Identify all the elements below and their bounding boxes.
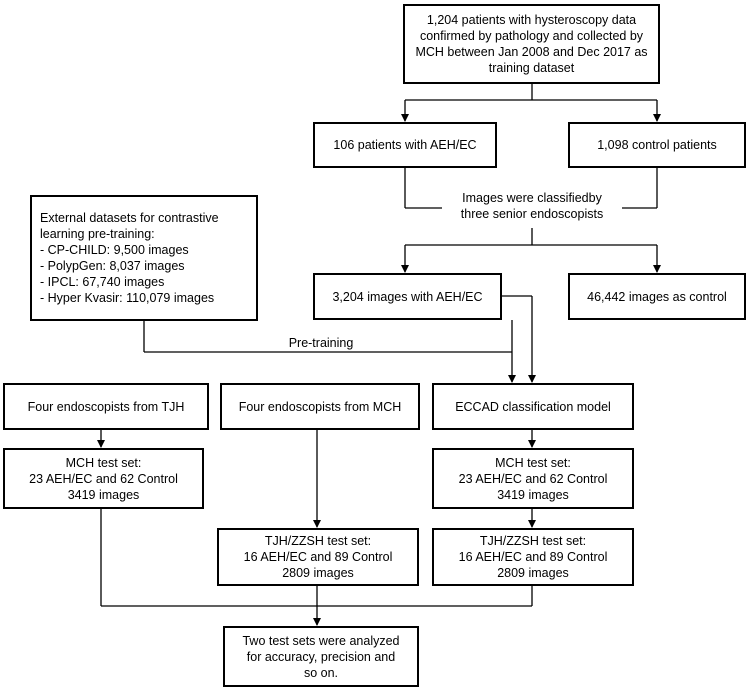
aeh-images-box: 3,204 images with AEH/EC	[313, 273, 502, 320]
control-patients-text: 1,098 control patients	[597, 138, 717, 152]
control-images-text: 46,442 images as control	[587, 289, 727, 304]
final-analysis-box: Two test sets were analyzed for accuracy…	[223, 626, 419, 687]
final-line-2: for accuracy, precision and	[246, 649, 396, 664]
mch-test-left-line-1: MCH test set:	[65, 455, 142, 470]
tjh-endoscopists-box: Four endoscopists from TJH	[3, 383, 209, 430]
tjh-test-mid-line-1: TJH/ZZSH test set:	[264, 534, 372, 548]
tjh-test-mid-line-3: 2809 images	[282, 566, 354, 580]
control-images-box: 46,442 images as control	[568, 273, 746, 320]
training-line-2: confirmed by pathology and collected by	[419, 29, 644, 43]
tjh-test-right-line-2: 16 AEH/EC and 89 Control	[458, 550, 608, 564]
mch-test-left-line-3: 3419 images	[67, 487, 140, 502]
external-line-3: - CP-CHILD: 9,500 images	[40, 243, 189, 257]
tjh-endoscopists-text: Four endoscopists from TJH	[27, 399, 185, 414]
classification-line-2: three senior endoscopists	[460, 207, 604, 221]
mch-test-left-box: MCH test set: 23 AEH/EC and 62 Control 3…	[3, 448, 204, 509]
control-patients-box: 1,098 control patients	[568, 122, 746, 168]
external-line-1: External datasets for contrastive	[40, 211, 219, 225]
final-line-1: Two test sets were analyzed	[242, 633, 400, 648]
tjh-test-right-box: TJH/ZZSH test set: 16 AEH/EC and 89 Cont…	[432, 528, 634, 586]
pretraining-label: Pre-training	[276, 335, 366, 351]
classification-label: Images were classifiedby three senior en…	[442, 190, 622, 222]
tjh-test-mid-line-2: 16 AEH/EC and 89 Control	[243, 550, 393, 564]
external-datasets-box: External datasets for contrastive learni…	[30, 195, 258, 321]
external-line-6: - Hyper Kvasir: 110,079 images	[40, 291, 215, 305]
training-line-4: training dataset	[488, 61, 575, 75]
external-line-5: - IPCL: 67,740 images	[40, 275, 165, 289]
aeh-images-text: 3,204 images with AEH/EC	[332, 289, 483, 304]
eccad-model-box: ECCAD classification model	[432, 383, 634, 430]
tjh-test-right-line-1: TJH/ZZSH test set:	[479, 534, 587, 548]
mch-test-right-line-1: MCH test set:	[495, 455, 571, 470]
aeh-patients-box: 106 patients with AEH/EC	[313, 122, 497, 168]
training-line-3: MCH between Jan 2008 and Dec 2017 as	[415, 45, 648, 59]
training-line-1: 1,204 patients with hysteroscopy data	[426, 13, 637, 27]
training-dataset-box: 1,204 patients with hysteroscopy data co…	[403, 4, 660, 84]
mch-test-right-line-2: 23 AEH/EC and 62 Control	[458, 471, 608, 486]
classification-line-1: Images were classifiedby	[462, 191, 602, 205]
mch-test-right-box: MCH test set: 23 AEH/EC and 62 Control 3…	[432, 448, 634, 509]
eccad-model-text: ECCAD classification model	[455, 399, 611, 414]
tjh-test-mid-box: TJH/ZZSH test set: 16 AEH/EC and 89 Cont…	[217, 528, 419, 586]
pretraining-text: Pre-training	[288, 336, 354, 350]
final-line-3: so on.	[303, 665, 339, 680]
external-line-4: - PolypGen: 8,037 images	[40, 259, 185, 273]
mch-test-right-line-3: 3419 images	[497, 487, 569, 502]
external-line-2: learning pre-training:	[40, 227, 155, 241]
mch-endoscopists-box: Four endoscopists from MCH	[220, 383, 420, 430]
mch-test-left-line-2: 23 AEH/EC and 62 Control	[29, 471, 178, 486]
aeh-patients-text: 106 patients with AEH/EC	[333, 138, 477, 152]
mch-endoscopists-text: Four endoscopists from MCH	[238, 399, 402, 414]
tjh-test-right-line-3: 2809 images	[497, 566, 569, 580]
